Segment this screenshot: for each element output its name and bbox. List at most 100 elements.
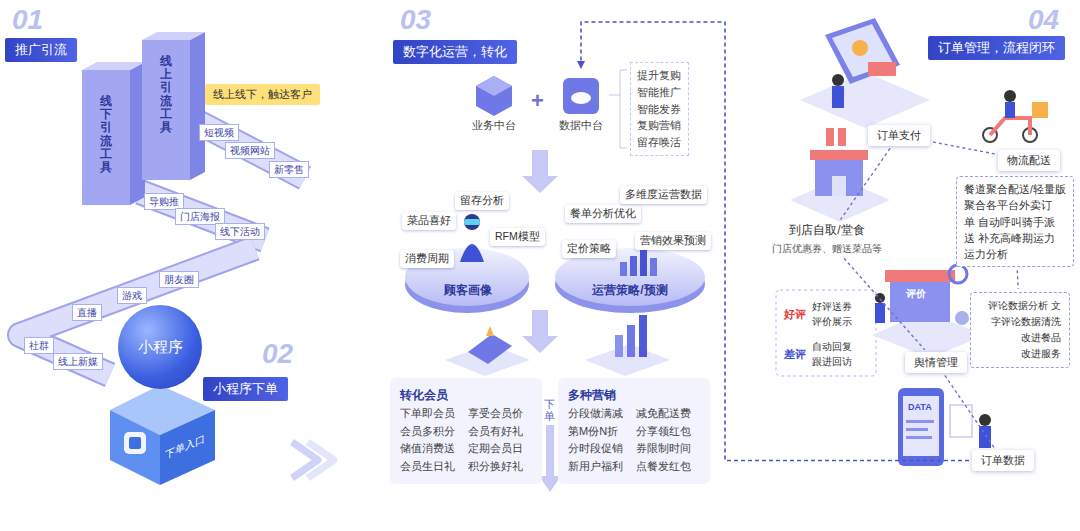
plat-node: 数据中台 (557, 72, 605, 133)
node-text: 门店优惠券、赠送菜品等 (772, 242, 882, 256)
person-body (832, 86, 844, 108)
item-node: 线上新媒 (53, 353, 103, 370)
node-text: 线下引流工具 (100, 95, 112, 174)
bar (630, 256, 637, 276)
vr-visor (464, 219, 480, 225)
phone (898, 388, 944, 466)
conveyor-belt (190, 118, 305, 178)
cloud-icon (571, 92, 591, 104)
connector-line (945, 375, 994, 447)
tower-top (82, 62, 145, 70)
gear (955, 311, 969, 325)
shop (815, 158, 863, 196)
person-body (979, 426, 991, 448)
node-text: 好评 (784, 307, 806, 322)
node-text: 多种营销 (568, 386, 700, 405)
callout-node: 线上线下，触达客户 (205, 84, 320, 105)
node-text: 分段做满减 第M份N折 分时段促销 新用户福利 (568, 405, 626, 475)
callout-number: 04 (1028, 4, 1059, 36)
node-text: 线上线下，触达客户 (213, 87, 312, 102)
node-text: 减免配送费 分享领红包 券限制时间 点餐发红包 (636, 405, 694, 475)
node-text: 下单即会员 会员多积分 储值消费送 会员生日礼 (400, 405, 458, 475)
item-node: 新零售 (269, 161, 309, 178)
node-text: 多维度运营数据 (625, 188, 702, 202)
band-node: 推广引流 (5, 38, 77, 62)
tower-top (142, 32, 205, 40)
node-text: 业务中台 (472, 118, 516, 133)
person-head (832, 74, 844, 86)
node-text: 线下活动 (220, 225, 260, 238)
band-node: 订单管理，流程闭环 (928, 36, 1065, 60)
tag-node: 留存分析 (455, 192, 509, 210)
node-text: 聚合各平台外卖订单 自动呼叫骑手派送 补充高峰期运力 运力分析 (964, 197, 1063, 262)
person-head (464, 214, 480, 230)
node-text: 线上引流工具 (160, 55, 172, 134)
rider-body (1005, 102, 1015, 118)
data-icon (563, 78, 599, 114)
connector (1017, 270, 1019, 289)
item-node: 短视频 (199, 124, 239, 141)
plain-node: 到店自取/堂食门店优惠券、赠送菜品等 (772, 222, 882, 256)
bar (650, 258, 657, 276)
bar (620, 262, 627, 276)
gift-ribbon (834, 128, 838, 146)
connector-line (933, 142, 995, 154)
node-text: 留存分析 (460, 194, 504, 208)
node-text: 社群 (29, 339, 49, 352)
conveyor-belt (140, 192, 265, 240)
tag-node: 餐单分析优化 (565, 205, 641, 223)
phone-screen (903, 396, 939, 456)
cube-icon (476, 76, 512, 116)
node-text: 直播 (77, 306, 97, 319)
bank-card (868, 62, 896, 76)
vt-node: 线下引流工具 (100, 95, 112, 174)
screen-line (906, 428, 928, 431)
delivery-box (1032, 102, 1048, 118)
row-node: 差评自动回复 跟进回访 (782, 337, 856, 371)
node-text: 营销效果预测 (640, 234, 706, 248)
connector-line (844, 258, 925, 350)
node-text: 订单数据 (981, 453, 1025, 468)
node-text: 短视频 (204, 126, 234, 139)
connector (945, 375, 994, 447)
label: DATA (908, 402, 932, 412)
arrowhead (577, 61, 585, 69)
node-text: 小程序下单 (213, 380, 278, 398)
connector (841, 148, 890, 219)
cube-icon-top (476, 76, 512, 96)
node-text: RFM模型 (495, 230, 540, 244)
connector (844, 258, 925, 350)
bar (615, 335, 623, 357)
stall (890, 282, 950, 322)
callout-number: 03 (400, 4, 431, 36)
node-text: 顾客画像 (444, 282, 492, 299)
tower-front (142, 40, 190, 180)
node-text: 小程序 (138, 338, 183, 357)
plat-node: 业务中台 (470, 72, 518, 133)
shop-door (832, 176, 846, 196)
node-text: 订单管理，流程闭环 (938, 39, 1055, 57)
node-text: 好评送券 评价展示 (812, 299, 854, 329)
node-text: 舆情管理 (914, 355, 958, 370)
conveyor-edge (190, 118, 305, 178)
tag-node: 菜品喜好 (402, 212, 456, 230)
rbox-node: 评论数据分析 文字评论数据清洗改进餐品 改进服务 (970, 292, 1070, 368)
awning (810, 150, 868, 160)
dbox-node: 餐道聚合配送/轻量版聚合各平台外卖订单 自动呼叫骑手派送 补充高峰期运力 运力分… (956, 176, 1074, 267)
pay-screen (825, 18, 900, 84)
pill-node: 物流配送 (998, 150, 1060, 171)
review-panel (776, 290, 876, 376)
app-logo (124, 432, 146, 454)
bar (640, 250, 647, 276)
app-logo-mark (129, 437, 141, 449)
tag-node: RFM模型 (490, 228, 545, 246)
person-body (460, 244, 484, 262)
receipt (950, 405, 972, 437)
tower-side (190, 32, 205, 180)
bar (639, 315, 647, 357)
callout-number: 01 (12, 4, 43, 36)
item-node: 社群 (24, 337, 54, 354)
callout-number: 02 (262, 338, 293, 370)
connector-line (841, 148, 890, 219)
